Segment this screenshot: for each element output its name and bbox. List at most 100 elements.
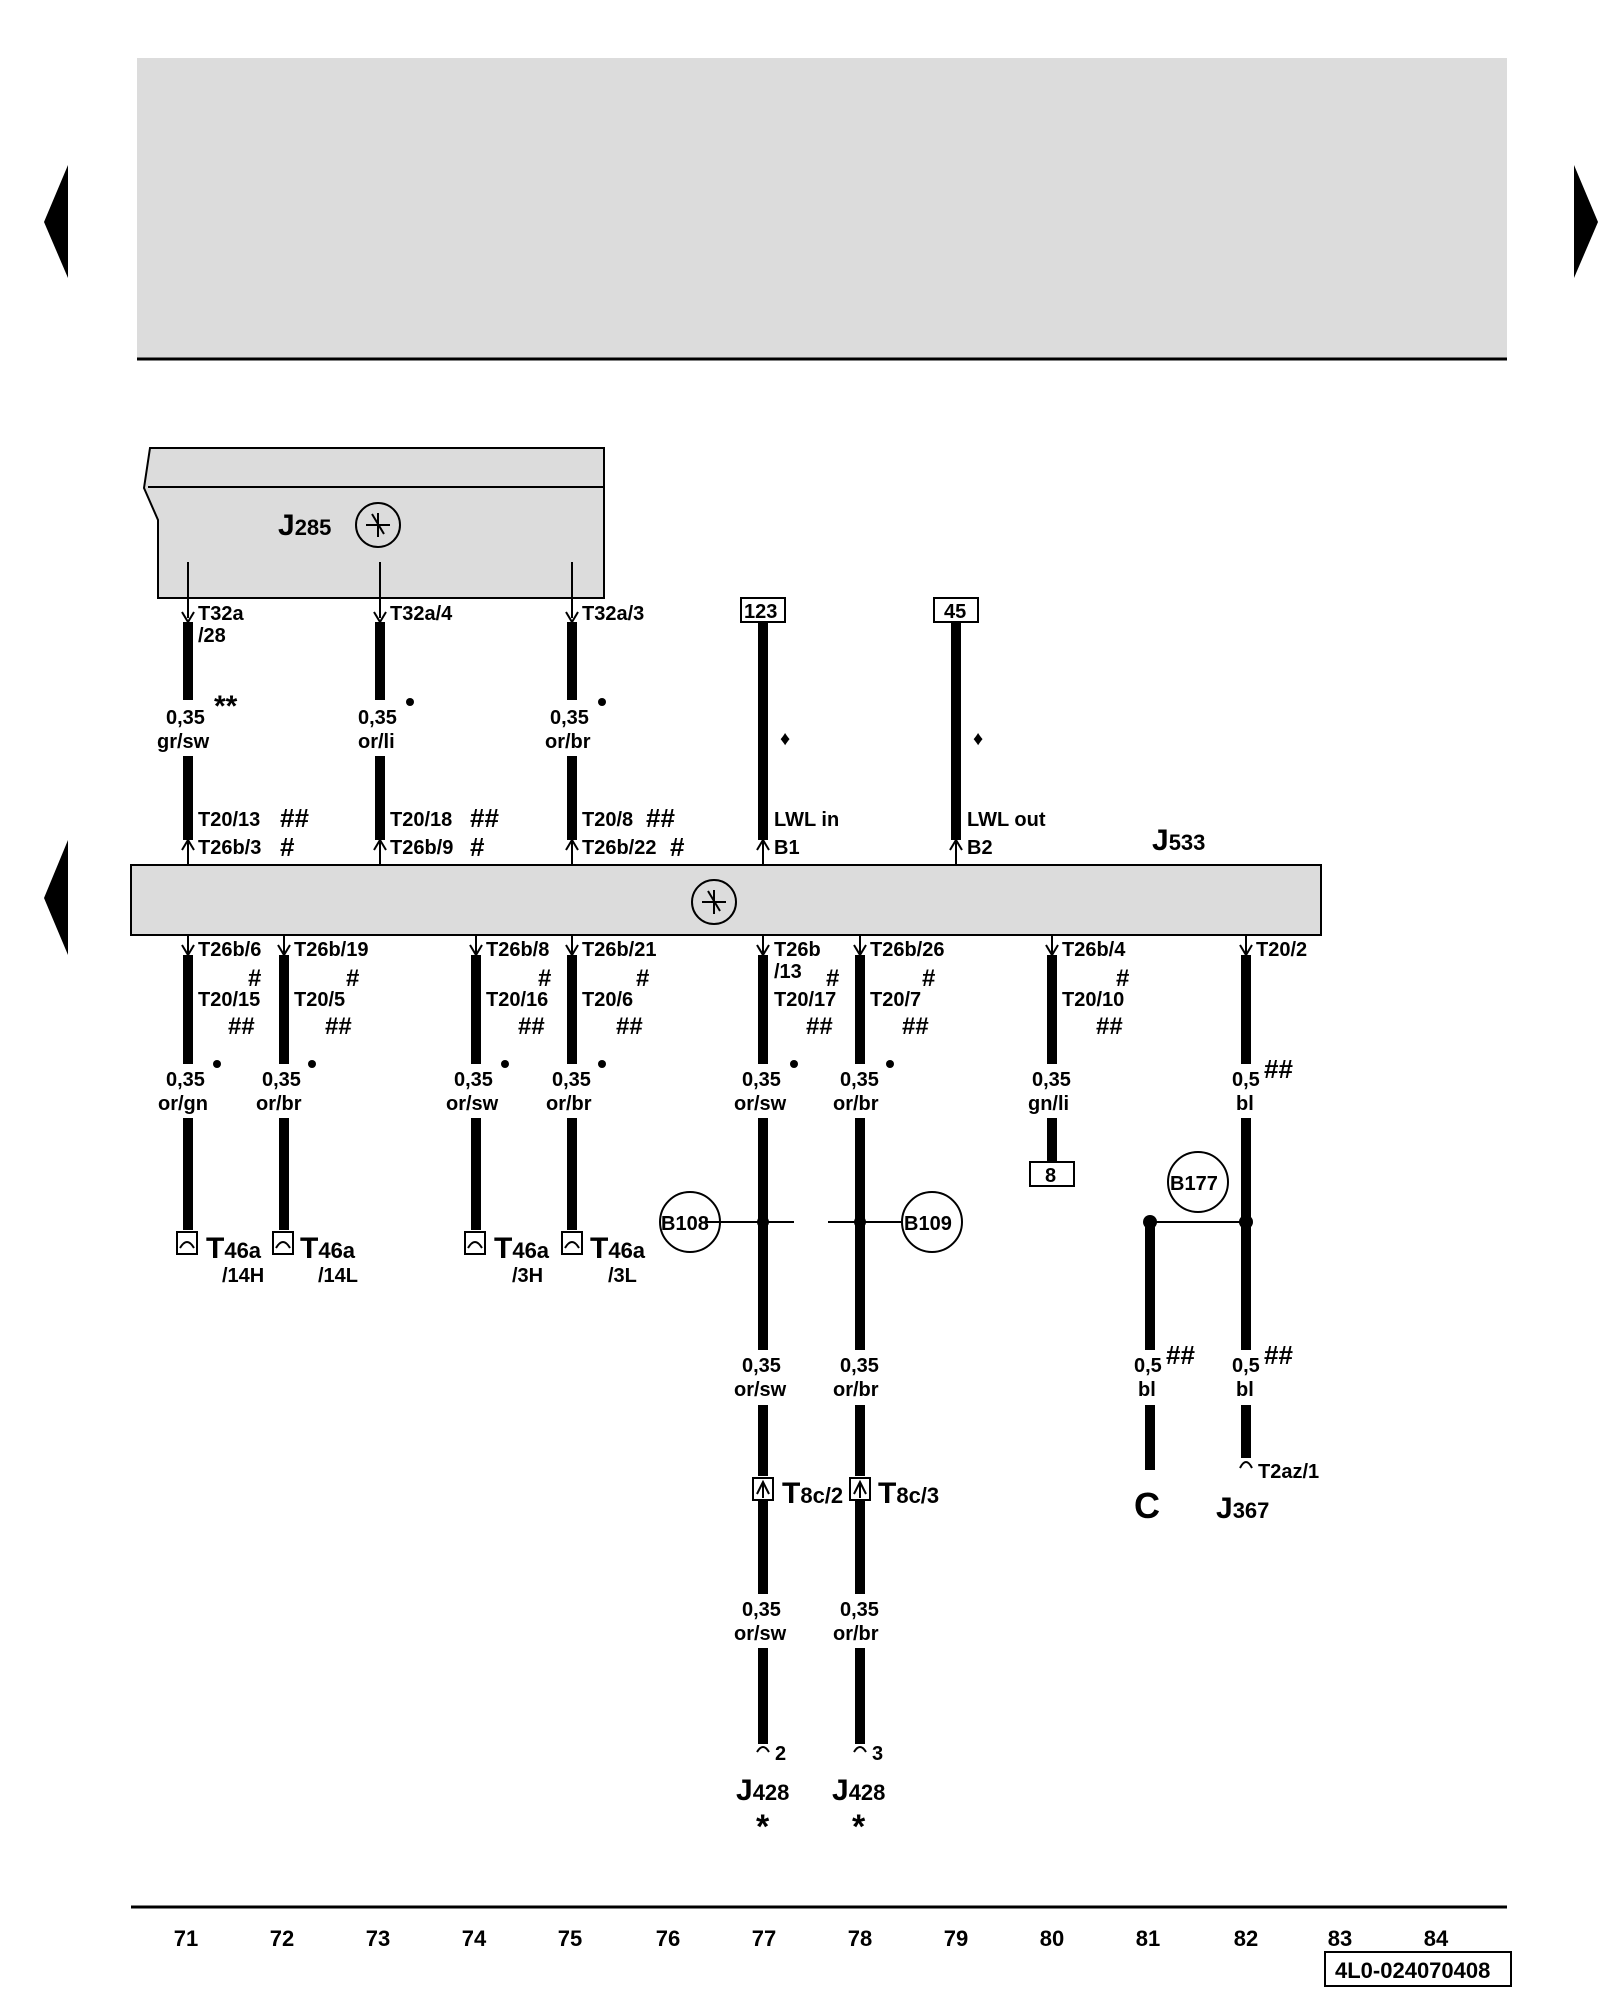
- wire-color: or/br: [546, 1093, 592, 1115]
- scale-number: 78: [848, 1926, 872, 1951]
- footnote-mark: #: [670, 832, 685, 862]
- splice-b108: B108: [659, 1191, 721, 1253]
- wire-size: 0,35: [742, 1069, 781, 1091]
- pin-label: T26b/21: [582, 939, 656, 961]
- svg-text:T46a: T46a: [494, 1232, 550, 1265]
- scale-number: 77: [752, 1926, 776, 1951]
- wire-size: 0,5: [1232, 1355, 1260, 1377]
- scale-number: 84: [1424, 1926, 1449, 1951]
- connector-t8c-3: T8c/3: [849, 1477, 939, 1510]
- marker-dot: [308, 1060, 316, 1068]
- wire-size: 0,35: [262, 1069, 301, 1091]
- footnote-mark: ##: [902, 1013, 929, 1040]
- wire-size: 0,35: [840, 1355, 879, 1377]
- bottom-wire-72: T26b/19 # T20/5 ## 0,35 or/br T46a /14L: [256, 935, 368, 1287]
- transistor-icon: [366, 513, 390, 537]
- bottom-wire-75: T26b/21 # T20/6 ## 0,35 or/br T46a /3L: [546, 935, 656, 1287]
- pin-label: T26b/8: [486, 939, 549, 961]
- footnote-mark: #: [636, 965, 649, 992]
- pin-label: T26b/3: [198, 837, 261, 859]
- pin-label: T26b/22: [582, 837, 656, 859]
- scale-number: 82: [1234, 1926, 1258, 1951]
- j428-label: J428: [736, 1774, 789, 1807]
- footnote-mark: #: [248, 965, 261, 992]
- wire-color: or/sw: [734, 1379, 787, 1401]
- svg-text:B108: B108: [661, 1213, 709, 1235]
- pin-label: 2: [775, 1743, 786, 1765]
- splice-b177: B177: [1167, 1151, 1229, 1213]
- top-wire-75: T32a/3 0,35 or/br T20/8 ## T26b/22 #: [545, 562, 685, 865]
- footnote-mark: ##: [1096, 1013, 1123, 1040]
- scale-number: 83: [1328, 1926, 1352, 1951]
- top-wire-77-lwl-in: 123 ♦ LWL in B1: [740, 597, 839, 865]
- connector-t46a-3l: T46a /3L: [561, 1231, 646, 1287]
- ref-box-123: 123: [744, 601, 777, 623]
- bottom-wire-77: T26b /13 # T20/17 ## 0,35 or/sw B108 0,3…: [659, 935, 843, 1846]
- footnote-mark: #: [1116, 965, 1129, 992]
- next-page-arrow-icon[interactable]: [1574, 165, 1598, 278]
- marker-dot: [213, 1060, 221, 1068]
- bottom-wire-71: T26b/6 # T20/15 ## 0,35 or/gn T46a /14H: [158, 935, 264, 1287]
- footnote-mark: ##: [280, 803, 309, 833]
- marker-dot: [598, 1060, 606, 1068]
- connector-t8c-2: T8c/2: [752, 1477, 843, 1510]
- wire-color: or/br: [256, 1093, 302, 1115]
- footnote-mark: ##: [1264, 1340, 1293, 1370]
- diamond-mark: ♦: [973, 728, 983, 750]
- scale-number: 75: [558, 1926, 582, 1951]
- wire-size: 0,35: [1032, 1069, 1071, 1091]
- pin-label: /28: [198, 625, 226, 647]
- pin-label: T26b/4: [1062, 939, 1126, 961]
- pin-label: T32a: [198, 603, 244, 625]
- pin-label: T32a/4: [390, 603, 453, 625]
- wire-size: 0,35: [454, 1069, 493, 1091]
- wire-size: 0,5: [1134, 1355, 1162, 1377]
- footnote-mark: #: [346, 965, 359, 992]
- wire-color: or/sw: [734, 1623, 787, 1645]
- top-wire-71: T32a /28 0,35 ** gr/sw T20/13 ## T26b/3 …: [157, 562, 309, 865]
- pin-label: T2az/1: [1258, 1461, 1319, 1483]
- pin-label: T20/16: [486, 989, 548, 1011]
- pin-label: T20/7: [870, 989, 921, 1011]
- wire-color: or/br: [545, 731, 591, 753]
- ref-box-45: 45: [944, 601, 966, 623]
- wire-size: 0,35: [742, 1599, 781, 1621]
- connector-t46a-3h: T46a /3H: [464, 1231, 550, 1287]
- svg-text:T8c/2: T8c/2: [782, 1477, 843, 1510]
- pin-label: LWL out: [967, 809, 1046, 831]
- prev-page-arrow-icon[interactable]: [44, 165, 68, 278]
- c-label: C: [1134, 1485, 1160, 1526]
- footnote-mark: ##: [616, 1013, 643, 1040]
- wire-color: or/sw: [446, 1093, 499, 1115]
- wire-size: 0,35: [552, 1069, 591, 1091]
- footnote-mark: ##: [1166, 1340, 1195, 1370]
- connector-t46a-14l: T46a /14L: [272, 1231, 358, 1287]
- wire-size: 0,35: [166, 1069, 205, 1091]
- wire-size: 0,35: [840, 1069, 879, 1091]
- j428-label: J428: [832, 1774, 885, 1807]
- footnote-mark: ##: [228, 1013, 255, 1040]
- ref-box-8: 8: [1045, 1165, 1056, 1187]
- pin-label: T26b/26: [870, 939, 944, 961]
- footnote-mark: *: [756, 1808, 770, 1846]
- wire-size: 0,35: [550, 707, 589, 729]
- footnote-mark: #: [470, 832, 485, 862]
- pin-label: T20/10: [1062, 989, 1124, 1011]
- transistor-icon: [702, 890, 726, 914]
- svg-text:T8c/3: T8c/3: [878, 1477, 939, 1510]
- component-j285: J285: [142, 447, 605, 599]
- bottom-wire-78: T26b/26 # T20/7 ## 0,35 or/br B109 0,35 …: [828, 935, 963, 1846]
- prev-section-arrow-icon[interactable]: [44, 840, 68, 955]
- pin-label: B2: [967, 837, 993, 859]
- wire-color: bl: [1236, 1093, 1254, 1115]
- top-wire-79-lwl-out: 45 ♦ LWL out B2: [933, 597, 1046, 865]
- pin-label: T26b/9: [390, 837, 453, 859]
- wire-color: bl: [1138, 1379, 1156, 1401]
- wire-color: or/br: [833, 1623, 879, 1645]
- footnote-mark: #: [538, 965, 551, 992]
- pin-label: /13: [774, 961, 802, 983]
- pin-label: LWL in: [774, 809, 839, 831]
- svg-text:B177: B177: [1170, 1173, 1218, 1195]
- scale-number: 76: [656, 1926, 680, 1951]
